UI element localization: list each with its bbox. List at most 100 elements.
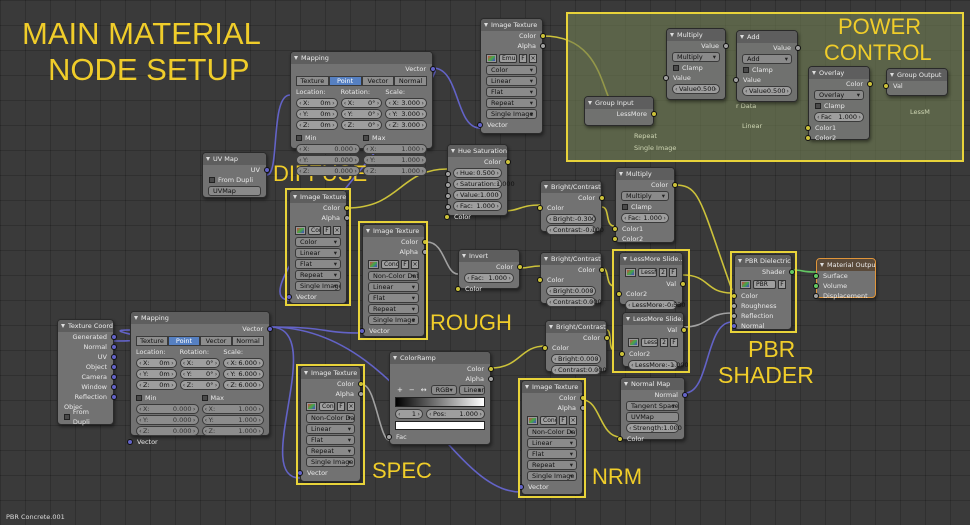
group-selector[interactable]: LessM2F	[625, 266, 677, 278]
source-select[interactable]: Single Image	[306, 457, 355, 467]
rot-x[interactable]: X:0°	[179, 358, 221, 368]
math-operation-select[interactable]: Multiply	[672, 52, 720, 62]
tab-texture[interactable]: Texture	[136, 336, 168, 346]
lessmore-field[interactable]: LessMore:-0.530	[625, 300, 686, 310]
clamp-checkbox[interactable]: Clamp	[737, 65, 797, 75]
bright-contrast-node-2[interactable]: Bright/Contrast Color Color Bright:0.000…	[537, 252, 605, 307]
node-header[interactable]: PBR Dielectric...	[735, 255, 791, 267]
multiply-node[interactable]: Multiply Color Multiply Clamp Fac:1.000 …	[612, 167, 678, 243]
projection-select[interactable]: Flat	[486, 87, 537, 97]
contrast-field[interactable]: Contrast:-0.100	[546, 225, 604, 235]
color-space-select[interactable]: Non-Color Data	[306, 413, 355, 423]
extension-select[interactable]: Repeat	[486, 98, 537, 108]
min-x[interactable]: X:0.000	[136, 404, 199, 414]
math-operation-select[interactable]: Add	[742, 54, 792, 64]
min-y[interactable]: Y:0.000	[296, 155, 360, 165]
node-header[interactable]: Bright/Contrast	[546, 321, 606, 333]
source-select[interactable]: Single Image	[486, 109, 537, 119]
interpolation-select[interactable]: Linear	[527, 438, 577, 448]
extension-select[interactable]: Repeat	[368, 304, 419, 314]
bright-contrast-node-1[interactable]: Bright/Contrast Color Color Bright:-0.30…	[537, 180, 605, 235]
texture-coordinate-node[interactable]: Texture Coordinate Generated Normal UV O…	[57, 319, 117, 426]
clamp-checkbox[interactable]: Clamp	[667, 63, 725, 73]
max-checkbox[interactable]: Max	[201, 393, 265, 403]
node-header[interactable]: Multiply	[667, 29, 725, 41]
min-checkbox[interactable]: Min	[296, 133, 360, 143]
node-header[interactable]: Group Input	[585, 97, 653, 109]
scale-z[interactable]: Z:3.000	[385, 120, 428, 130]
strength-field[interactable]: Strength:1.000	[626, 423, 682, 433]
node-header[interactable]: Multiply	[616, 168, 674, 180]
scale-x[interactable]: X:3.000	[385, 98, 428, 108]
contrast-field[interactable]: Contrast:0.000	[551, 365, 607, 375]
interpolation-select[interactable]: Linear	[368, 282, 419, 292]
bright-field[interactable]: Bright:0.000	[546, 286, 596, 296]
projection-select[interactable]: Flat	[306, 435, 355, 445]
loc-x[interactable]: X:0m	[296, 98, 338, 108]
min-z[interactable]: Z:0.000	[296, 166, 360, 176]
loc-z[interactable]: Z:0m	[296, 120, 338, 130]
rot-x[interactable]: X:0°	[340, 98, 383, 108]
color-ramp-node[interactable]: ColorRamp Color Alpha + − ↔ RGB Linear 1…	[386, 351, 494, 445]
node-header[interactable]: Invert	[459, 250, 519, 262]
flip-icon[interactable]: ↔	[420, 386, 427, 394]
fac-field[interactable]: Fac:1.000	[445, 201, 502, 211]
bright-field[interactable]: Bright:-0.300	[546, 214, 596, 224]
scale-x[interactable]: X:6.000	[223, 358, 265, 368]
interpolation-select[interactable]: Linear	[458, 385, 485, 395]
scale-y[interactable]: Y:6.000	[223, 369, 265, 379]
node-header[interactable]: Overlay	[809, 67, 869, 79]
stop-color-swatch[interactable]	[395, 421, 485, 430]
fac-field[interactable]: Fac:1.000	[464, 273, 514, 283]
max-y[interactable]: Y:1.000	[201, 415, 264, 425]
node-header[interactable]: Image Texture	[522, 381, 582, 393]
node-header[interactable]: Bright/Contrast	[541, 181, 601, 193]
tab-normal[interactable]: Normal	[232, 336, 264, 346]
material-output-node[interactable]: Material Output Surface Volume Displacem…	[813, 258, 876, 300]
uv-map-select[interactable]: UVMap	[626, 412, 679, 422]
uv-map-select[interactable]: UVMap	[208, 186, 261, 196]
group-selector[interactable]: PBR DielF	[740, 278, 786, 290]
clamp-checkbox[interactable]: Clamp	[809, 101, 869, 111]
node-header[interactable]: Add	[737, 31, 797, 43]
node-header[interactable]: Normal Map	[621, 378, 684, 390]
max-y[interactable]: Y:1.000	[363, 155, 427, 165]
lessmore-slider-node-1[interactable]: LessMore Slide... LessM2F Val Color2 Les…	[616, 252, 686, 310]
add-stop-icon[interactable]: +	[397, 386, 403, 394]
tab-vector[interactable]: Vector	[361, 76, 395, 86]
hue-field[interactable]: Hue:0.500	[445, 168, 502, 178]
rot-z[interactable]: Z:0°	[340, 120, 383, 130]
from-dupli-checkbox[interactable]: From Dupli	[203, 175, 266, 185]
color-space-select[interactable]: Color	[295, 237, 341, 247]
gradient-ramp[interactable]	[395, 397, 485, 407]
max-x[interactable]: X:1.000	[363, 144, 427, 154]
node-header[interactable]: UV Map	[203, 153, 266, 165]
space-select[interactable]: Tangent Space	[626, 401, 679, 411]
fac-field[interactable]: Fac:1.000	[621, 213, 669, 223]
node-header[interactable]: Mapping	[131, 312, 269, 324]
group-input-node[interactable]: Group Input LessMore	[584, 96, 657, 126]
tab-normal[interactable]: Normal	[394, 76, 427, 86]
group-output-node[interactable]: Group Output Val	[883, 68, 948, 96]
mapping-node-bottom[interactable]: Mapping Vector Texture Point Vector Norm…	[127, 311, 273, 446]
tab-vector[interactable]: Vector	[200, 336, 232, 346]
interpolation-select[interactable]: Linear	[306, 424, 355, 434]
scale-y[interactable]: Y:3.000	[385, 109, 428, 119]
blend-mode-select[interactable]: Overlay	[814, 90, 864, 100]
node-header[interactable]: Texture Coordinate	[58, 320, 113, 332]
object-field[interactable]: Objec	[64, 403, 83, 411]
hue-saturation-node[interactable]: Hue Saturation Value Color Hue:0.500 Sat…	[444, 144, 515, 221]
rot-y[interactable]: Y:0°	[179, 369, 221, 379]
uv-map-node[interactable]: UV Map UV From Dupli UVMap	[202, 152, 270, 198]
extension-select[interactable]: Repeat	[295, 270, 341, 280]
rot-y[interactable]: Y:0°	[340, 109, 383, 119]
blend-mode-select[interactable]: Multiply	[621, 191, 669, 201]
node-header[interactable]: Material Output	[817, 259, 875, 271]
extension-select[interactable]: Repeat	[527, 460, 577, 470]
